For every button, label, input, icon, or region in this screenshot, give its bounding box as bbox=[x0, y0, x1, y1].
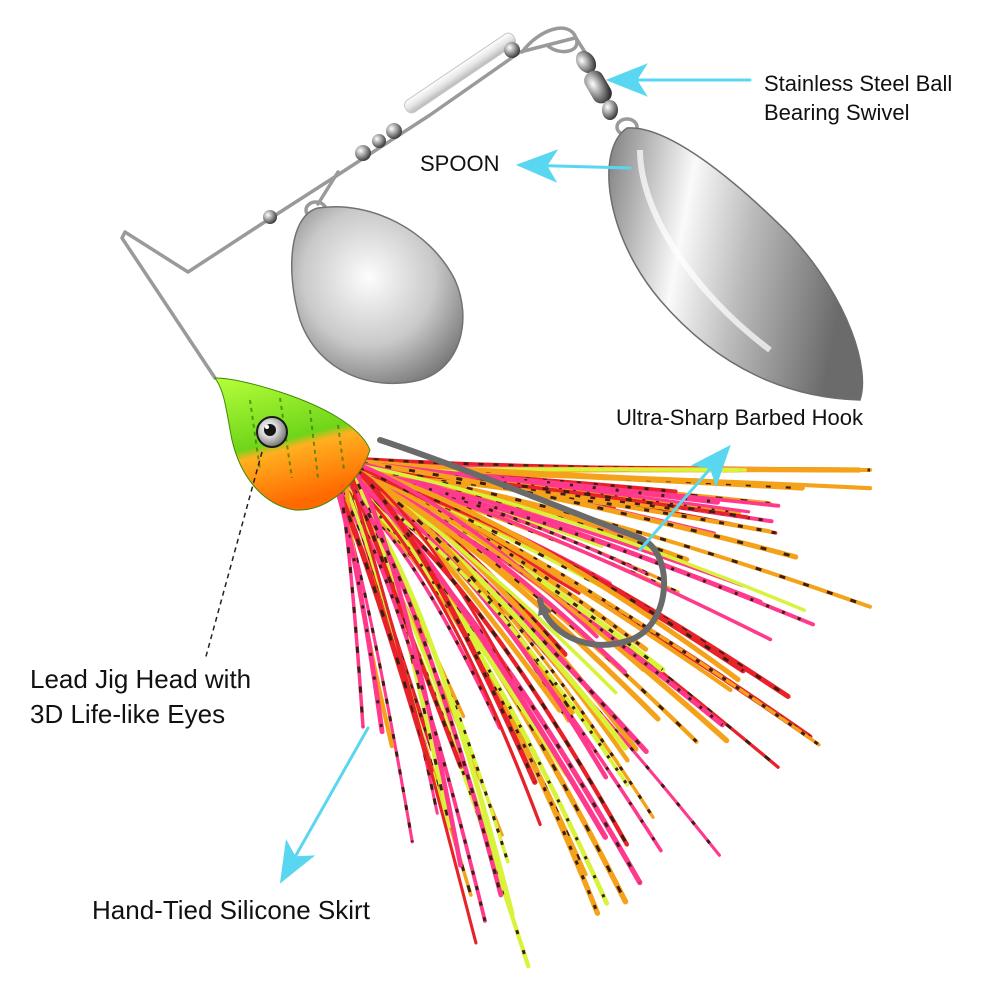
jig-head-label-line-2: 3D Life-like Eyes bbox=[30, 699, 226, 730]
swivel-label-line-2: Bearing Swivel bbox=[764, 99, 910, 125]
skirt-strand-speckle bbox=[324, 462, 433, 772]
skirt-strand-speckle bbox=[321, 473, 501, 729]
skirt-label-text: Hand-Tied Silicone Skirt bbox=[92, 895, 370, 925]
hook-arrow bbox=[638, 444, 731, 552]
colorado-clevis bbox=[316, 170, 340, 206]
hook-label-text: Ultra-Sharp Barbed Hook bbox=[616, 405, 864, 430]
colorado-blade bbox=[291, 206, 464, 385]
wire-tube-and-beads bbox=[263, 32, 520, 224]
willow-blade-highlight bbox=[637, 149, 772, 353]
upper-arm-wire bbox=[120, 36, 577, 380]
silicone-skirt bbox=[317, 455, 873, 969]
willow-blade bbox=[608, 127, 864, 401]
skirt-strand-speckle bbox=[343, 459, 780, 769]
skirt-callout-label: Hand-Tied Silicone Skirt bbox=[92, 893, 370, 928]
jig-head-callout-label: Lead Jig Head with 3D Life-like Eyes bbox=[30, 662, 251, 732]
spoon-arrow bbox=[515, 149, 632, 183]
skirt-strand-speckle bbox=[333, 462, 365, 728]
hook-barb bbox=[538, 600, 552, 616]
skirt-strand bbox=[341, 466, 608, 840]
skirt-strand-speckle bbox=[346, 460, 537, 783]
swivel-callout-label: Stainless Steel Ball Bearing Swivel bbox=[764, 70, 952, 127]
skirt-arrow bbox=[279, 726, 370, 884]
skirt-strand bbox=[322, 455, 799, 560]
hook-callout-label: Ultra-Sharp Barbed Hook bbox=[616, 404, 863, 433]
swivel-label-line-1: Stainless Steel Ball bbox=[764, 71, 953, 96]
spoon-callout-label: SPOON bbox=[420, 150, 499, 179]
barbed-hook bbox=[377, 437, 668, 648]
skirt-strand-speckle bbox=[336, 466, 647, 651]
lead-jig-head bbox=[214, 377, 371, 511]
skirt-strand bbox=[347, 459, 463, 868]
skirt-strand bbox=[318, 456, 807, 612]
ball-bearing-swivel bbox=[575, 50, 618, 120]
jig-head-body bbox=[214, 377, 371, 511]
callout-arrows bbox=[279, 63, 752, 884]
skirt-strand-speckle bbox=[348, 456, 803, 472]
skirt-strand-speckle bbox=[348, 470, 463, 768]
skirt-strand-speckle bbox=[324, 458, 384, 732]
skirt-strand bbox=[341, 457, 478, 945]
spoon-label-text: SPOON bbox=[420, 151, 500, 176]
jig-head-label-line-1: Lead Jig Head with bbox=[30, 664, 252, 694]
skirt-strand-speckle bbox=[327, 458, 503, 896]
